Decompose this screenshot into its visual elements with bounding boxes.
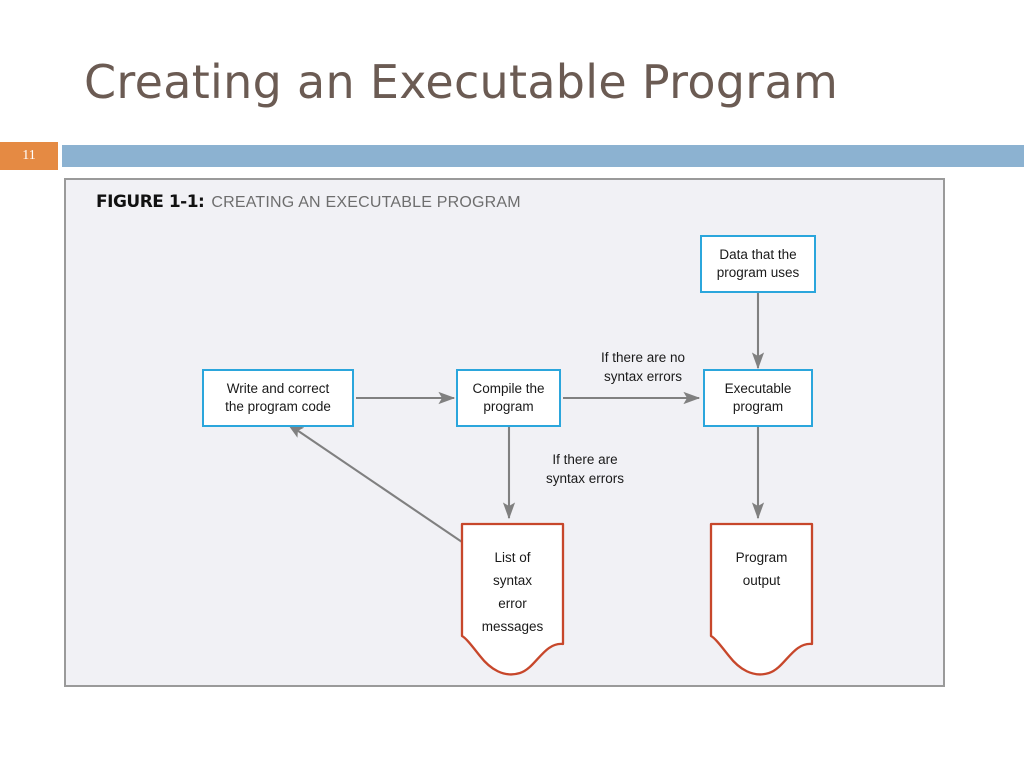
node-label-executable: Executable program <box>724 381 792 414</box>
slide-number-badge: 11 <box>0 142 58 170</box>
accent-bar <box>62 145 1024 167</box>
node-list-of-syntax-error-messages[interactable]: List of syntax error messages <box>462 524 563 654</box>
document-shape-syntax-errors <box>460 522 565 676</box>
node-label-output: Program output <box>735 550 788 588</box>
node-label-errors: List of syntax error messages <box>481 550 544 634</box>
figure-caption: FIGURE 1-1: CREATING AN EXECUTABLE PROGRA… <box>96 192 521 212</box>
edge-label-syntax-errors: If there are syntax errors <box>545 452 625 486</box>
node-executable-program[interactable]: Executable program <box>703 369 813 427</box>
node-label-compile: Compile the program <box>472 381 545 414</box>
page-title: Creating an Executable Program <box>84 55 839 109</box>
figure-container: FIGURE 1-1: CREATING AN EXECUTABLE PROGRA… <box>64 178 945 687</box>
figure-caption-label: FIGURE 1-1: <box>96 192 205 212</box>
edge-label-no-syntax-errors: If there are no syntax errors <box>600 350 686 384</box>
node-data-that-the-program-uses[interactable]: Data that the program uses <box>700 235 816 293</box>
flowchart-diagram: Data that the program uses Write and cor… <box>66 180 947 689</box>
diagram-vector-layer <box>286 293 814 676</box>
node-compile-the-program[interactable]: Compile the program <box>456 369 561 427</box>
figure-caption-text: CREATING AN EXECUTABLE PROGRAM <box>211 194 521 211</box>
node-program-output[interactable]: Program output <box>711 524 812 654</box>
document-shape-program-output <box>709 522 814 676</box>
node-label-write: Write and correct the program code <box>225 381 331 414</box>
node-label-data: Data that the program uses <box>716 247 800 280</box>
node-write-and-correct[interactable]: Write and correct the program code <box>202 369 354 427</box>
